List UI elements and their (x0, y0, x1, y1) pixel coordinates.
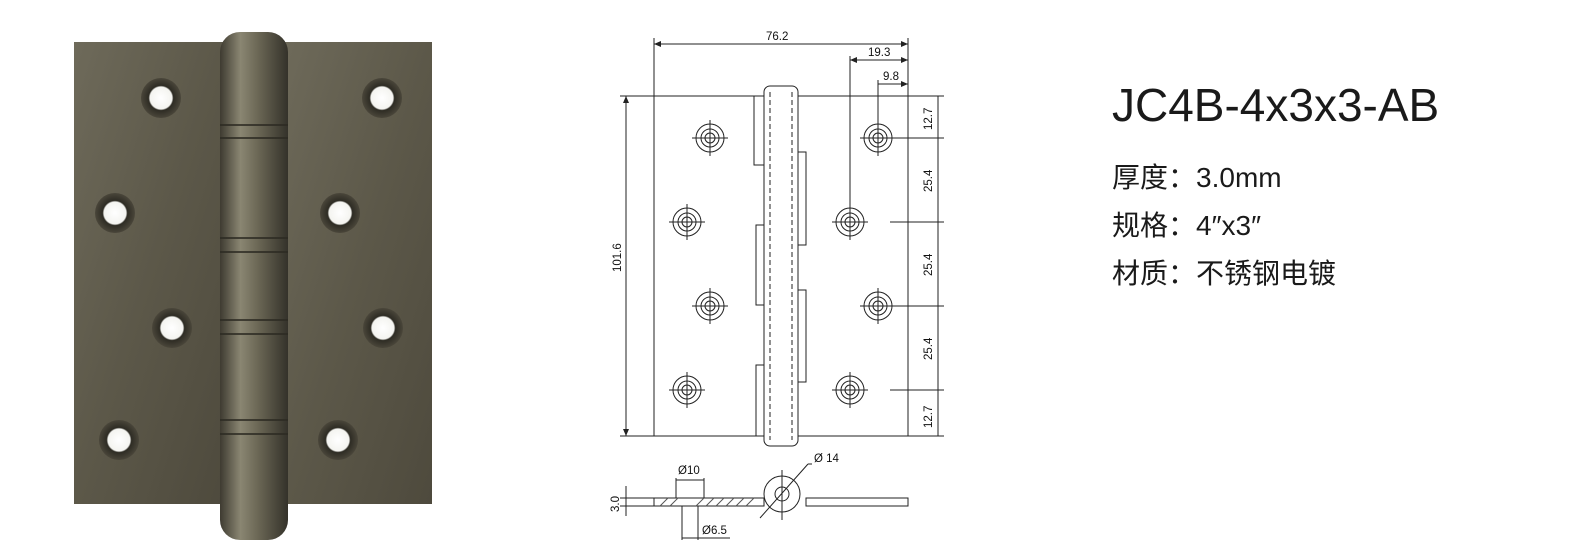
drawing-side-profile (620, 463, 909, 540)
spec-label: 材质： (1112, 258, 1197, 289)
dim-height: 101.6 (612, 243, 624, 272)
dim-knuckle-diameter: Ø 14 (814, 453, 840, 465)
dim-pitch-2: 25.4 (923, 253, 935, 276)
product-spec-panel: JC4B-4x3x3-AB 厚度：3.0mm 规格：4″x3″ 材质：不锈钢电镀 (1112, 78, 1552, 298)
dim-overall-width: 76.2 (766, 31, 788, 43)
dim-thickness: 3.0 (610, 496, 622, 512)
hinge-technical-drawing: 76.2 19.3 9.8 101.6 12.7 25.4 25.4 25.4 … (610, 31, 944, 540)
hinge-screw-holes (95, 78, 403, 460)
spec-thickness: 厚度：3.0mm (1112, 154, 1552, 202)
spec-label: 厚度： (1112, 162, 1197, 193)
dim-hole-offset-outer: 19.3 (868, 47, 890, 59)
dim-hole-offset-inner: 9.8 (883, 71, 899, 83)
spec-value: 4″x3″ (1196, 210, 1261, 241)
hinge-knuckle (220, 32, 288, 540)
dim-pitch-bottom: 12.7 (923, 406, 935, 428)
spec-size: 规格：4″x3″ (1112, 202, 1552, 250)
dim-countersink-diameter: Ø10 (678, 465, 700, 477)
spec-material: 材质：不锈钢电镀 (1112, 250, 1552, 298)
hinge-left-leaf (74, 42, 224, 504)
dim-pitch-3: 25.4 (923, 337, 935, 360)
hinge-right-leaf (284, 42, 432, 504)
dim-hole-diameter: Ø6.5 (702, 525, 727, 537)
drawing-knuckle (763, 85, 799, 447)
drawing-screw-holes (669, 120, 896, 408)
spec-label: 规格： (1112, 210, 1197, 241)
product-model: JC4B-4x3x3-AB (1112, 79, 1440, 131)
spec-value: 3.0mm (1196, 162, 1282, 193)
spec-value: 不锈钢电镀 (1196, 258, 1337, 289)
dim-pitch-1: 25.4 (923, 169, 935, 192)
hinge-photo (74, 32, 432, 540)
dim-pitch-top: 12.7 (923, 108, 935, 130)
